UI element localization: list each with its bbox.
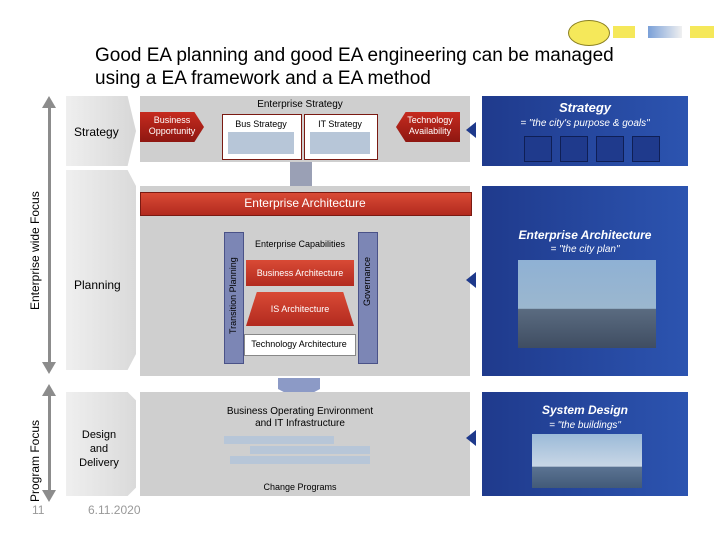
technology-availability-label: Technology Availability xyxy=(407,115,453,136)
program-bar xyxy=(250,446,370,454)
bus-strategy-label: Bus Strategy xyxy=(235,119,287,129)
system-design-subtitle: = "the buildings" xyxy=(549,420,621,431)
strategy-subtitle: = "the city's purpose & goals" xyxy=(520,118,650,129)
transition-planning-label: Transition Planning xyxy=(228,257,238,334)
ea-subtitle: = "the city plan" xyxy=(550,244,620,255)
is-architecture-box xyxy=(246,292,354,326)
mini-flow-node xyxy=(613,26,635,38)
program-bar xyxy=(230,456,370,464)
system-design-title: System Design xyxy=(541,403,629,417)
enterprise-capabilities-label: Enterprise Capabilities xyxy=(254,239,346,249)
phase-design-chevron xyxy=(66,392,136,496)
enterprise-architecture-header: Enterprise Architecture xyxy=(244,196,366,210)
enterprise-architecture-header-band xyxy=(140,192,472,216)
is-architecture-label: IS Architecture xyxy=(270,304,330,314)
business-opportunity xyxy=(140,112,204,142)
date-label: 6.11.2020 xyxy=(88,503,141,517)
arrow-up-icon xyxy=(42,96,56,108)
arrow-down-icon xyxy=(42,362,56,374)
connector xyxy=(290,162,312,186)
transition-planning-bar xyxy=(224,232,244,364)
opera-house-image xyxy=(532,434,642,488)
pointer-icon xyxy=(466,430,476,446)
focus-line xyxy=(48,106,51,364)
page-title: Good EA planning and good EA engineering… xyxy=(95,45,614,89)
technology-architecture-label: Technology Architecture xyxy=(251,339,347,349)
it-strategy-label: IT Strategy xyxy=(318,119,362,129)
arrow-down-icon xyxy=(42,490,56,502)
business-architecture-label: Business Architecture xyxy=(256,268,344,278)
refresh-icon xyxy=(596,136,624,162)
mini-flow-node xyxy=(568,20,610,46)
operating-environment-panel xyxy=(140,392,470,496)
business-opportunity-label: Business Opportunity xyxy=(148,115,196,136)
phase-design-label: Design and Delivery xyxy=(79,429,119,469)
mini-flow-node xyxy=(690,26,714,38)
change-programs-label: Change Programs xyxy=(263,482,337,492)
bus-strategy-diagram xyxy=(228,132,294,154)
program-focus-label: Program Focus xyxy=(28,419,42,502)
operating-environment-header: Business Operating Environment and IT In… xyxy=(226,406,374,429)
phase-planning-chevron xyxy=(66,170,136,370)
city-skyline-image xyxy=(518,260,656,348)
strategy-title: Strategy xyxy=(558,100,612,115)
governance-bar xyxy=(358,232,378,364)
goal-icon xyxy=(524,136,552,162)
page-number: 11 xyxy=(32,503,45,517)
enterprise-strategy-header: Enterprise Strategy xyxy=(257,99,343,110)
phase-strategy-label: Strategy xyxy=(74,125,119,139)
governance-label: Governance xyxy=(362,256,372,306)
arrow-up-icon xyxy=(42,384,56,396)
mini-flow xyxy=(568,18,718,48)
lightning-icon xyxy=(560,136,588,162)
program-line xyxy=(48,394,51,492)
program-bar xyxy=(224,436,334,444)
technology-availability xyxy=(396,112,460,142)
shield-icon xyxy=(632,136,660,162)
technology-architecture-box xyxy=(244,334,356,356)
change-programs-diagram xyxy=(220,436,380,478)
it-strategy-diagram xyxy=(310,132,370,154)
enterprise-focus-label: Enterprise wide Focus xyxy=(28,191,42,310)
business-architecture-box xyxy=(246,260,354,286)
phase-planning-label: Planning xyxy=(74,278,121,292)
mini-flow-node xyxy=(648,26,682,38)
pointer-icon xyxy=(466,272,476,288)
phase-strategy-chevron xyxy=(66,96,136,166)
pointer-icon xyxy=(466,122,476,138)
ea-title: Enterprise Architecture xyxy=(518,228,652,242)
